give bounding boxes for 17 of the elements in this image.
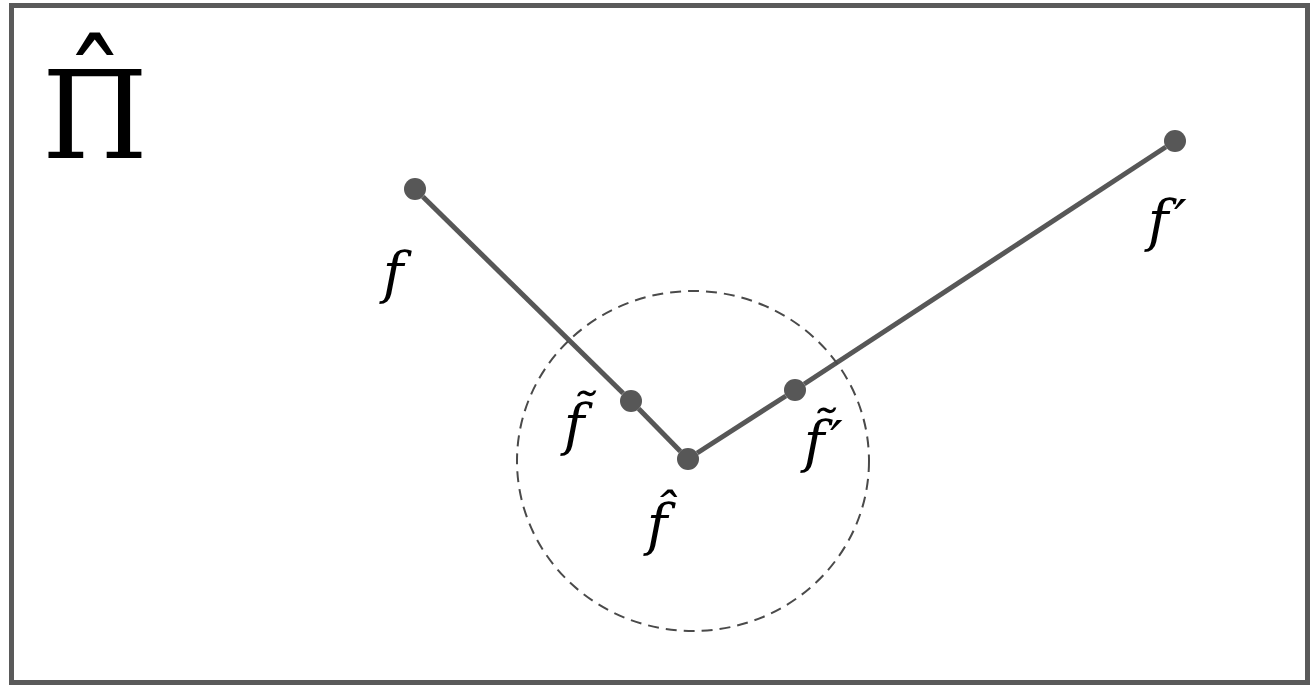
- point-label: f̃′: [791, 402, 861, 482]
- point-label: f′: [1135, 181, 1205, 261]
- point-dot: [1164, 130, 1186, 152]
- line-segment: [802, 144, 1168, 387]
- point-dot: [620, 390, 642, 412]
- dashed-circle: [516, 290, 870, 632]
- line-segment: [421, 194, 625, 396]
- point-label: f: [370, 233, 422, 313]
- point-dot: [677, 448, 699, 470]
- point-dot: [784, 379, 806, 401]
- point-label: f̃: [551, 385, 603, 465]
- point-dot: [404, 178, 426, 200]
- frame-border: [9, 3, 1310, 685]
- line-segment: [636, 407, 683, 453]
- frame-title: Π̂: [27, 34, 163, 199]
- line-segment: [695, 393, 788, 456]
- point-label: f̂: [634, 485, 686, 565]
